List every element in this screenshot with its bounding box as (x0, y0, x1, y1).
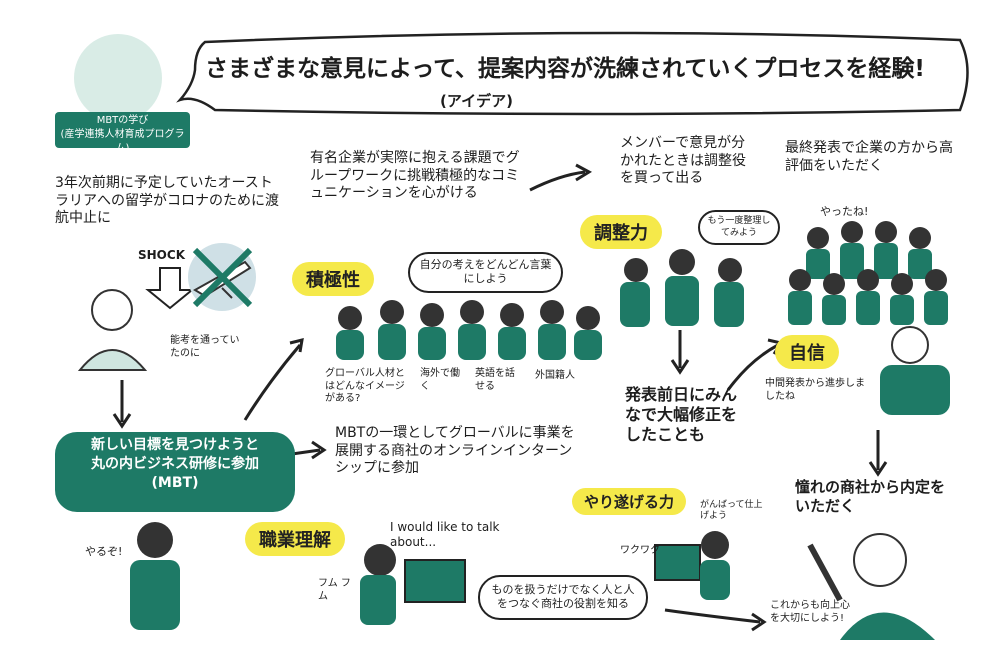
badge-line1: MBTの学び (96, 115, 149, 126)
wakuwaku-text: ワクワク (620, 545, 660, 556)
yaruzo-person (130, 522, 180, 630)
thought-text: 能考を通っていたのに (170, 335, 240, 359)
chosei-people (620, 249, 744, 327)
arrow-up-jishin (726, 343, 779, 391)
goal-line3: (MBT) (151, 474, 199, 491)
member-text: メンバーで意見が分かれたときは調整役を買って出る (620, 135, 746, 186)
label-eigo: 英語を話せる (475, 368, 515, 392)
goal-badge: 新しい目標を見つけようと 丸の内ビジネス研修に参加 (MBT) (55, 432, 295, 512)
label-global: グローバル人材とはどんなイメージがある? (325, 368, 405, 404)
mic-person (880, 326, 950, 415)
mbt-badge: MBTの学び (産学連携人材育成プログラム) (55, 112, 190, 154)
shock-label: SHOCK (138, 248, 185, 262)
cross-icon (192, 247, 253, 308)
page-title: さまざまな意見によって、提案内容が洗練されていくプロセスを経験! (205, 56, 925, 82)
celebrating-person (807, 533, 935, 640)
final-text: 最終発表で企業の方から高評価をいただく (785, 140, 953, 174)
yatta-text: やったね! (820, 205, 869, 218)
shokugyo-label: 職業理解 (245, 522, 345, 556)
label-kaigai: 海外で働く (420, 368, 460, 392)
offer-text: 憧れの商社から内定をいただく (795, 478, 946, 515)
final-people (788, 221, 948, 325)
title-bubble-outline (176, 31, 969, 116)
speech-text: I would like to talk about... (390, 520, 500, 549)
laptop-person (360, 544, 466, 625)
worried-person (77, 289, 148, 371)
story-text: 3年次前期に予定していたオーストラリアへの留学がコロナのために渡航中止に (55, 175, 279, 226)
jishin-label: 自信 (775, 335, 839, 369)
sekkyoku-label: 積極性 (292, 262, 374, 296)
arrow-right-top (529, 170, 586, 192)
fumu-text: フム フム (318, 578, 351, 602)
badge-line2: (産学連携人材育成プログラム) (60, 129, 185, 154)
goal-line1: 新しい目標を見つけようと (91, 437, 259, 453)
mbt-text: MBTの一環としてグローバルに事業を展開する商社のオンラインインターンシップに参… (335, 425, 575, 476)
working-person (654, 531, 730, 600)
group-bubble: 自分の考えをどんどん言葉にしよう (408, 252, 563, 293)
learn-bubble: ものを扱うだけでなく人と人をつなぐ商社の役割を知る (478, 575, 648, 620)
shock-arrow (145, 267, 195, 310)
yaruzo-text: やるぞ! (85, 545, 123, 558)
chosei-bubble: もう一度整理してみよう (698, 210, 780, 246)
midterm-text: 中間発表から進歩しましたね (765, 378, 865, 402)
challenge-text: 有名企業が実際に抱える課題でグループワークに挑戦積極的なコミュニケーションを心が… (310, 150, 520, 201)
goal-line2: 丸の内ビジネス研修に参加 (91, 455, 259, 472)
group-people (336, 300, 602, 360)
yaritogeru-label: やり遂げる力 (572, 488, 687, 515)
arrow-bottom-right (664, 608, 761, 624)
arrow-up-sekkyoku (243, 344, 302, 421)
label-gaikoku: 外国籍人 (535, 370, 575, 381)
page-subtitle: (アイデア) (440, 92, 513, 110)
ganbatte-text: がんばって仕上げよう (700, 500, 763, 522)
chosei-label: 調整力 (580, 215, 662, 249)
portrait-circle (74, 34, 162, 122)
revise-text: 発表前日にみんなで大幅修正をしたことも (625, 385, 738, 444)
kore-text: これからも向上心を大切にしよう! (770, 600, 850, 624)
